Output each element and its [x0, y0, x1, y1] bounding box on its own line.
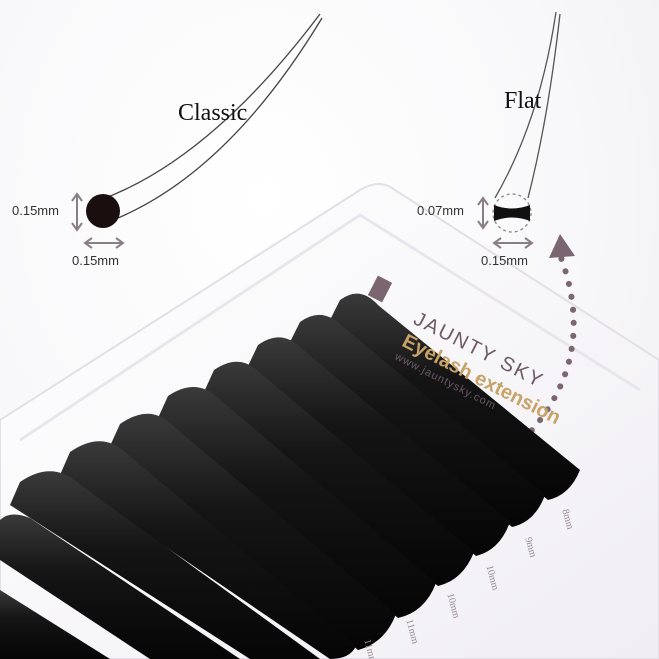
classic-cross-section	[86, 194, 120, 228]
lash-strip	[330, 293, 580, 500]
brand-tab	[367, 275, 393, 303]
classic-width-label: 0.15mm	[72, 253, 119, 268]
lash-strip	[158, 386, 436, 618]
lash-strip	[10, 471, 320, 659]
flat-cross-section	[494, 205, 530, 221]
lash-strip	[290, 314, 545, 527]
classic-height-label: 0.15mm	[12, 203, 59, 218]
lash-strip	[204, 361, 474, 586]
lash-strip	[0, 590, 110, 659]
flat-zoom-circle	[492, 193, 532, 233]
dotted-arrow	[520, 252, 577, 443]
arrow-head	[549, 234, 575, 258]
classic-lash-outline	[99, 13, 321, 201]
classic-title: Classic	[178, 100, 248, 126]
flat-title: Flat	[504, 88, 542, 114]
lash-strip	[248, 337, 510, 556]
flat-width-label: 0.15mm	[481, 253, 528, 268]
lash-strip	[0, 514, 240, 659]
flat-height-label: 0.07mm	[417, 203, 464, 218]
flat-lash-outline	[494, 11, 557, 199]
lash-strip	[60, 441, 356, 659]
lash-strip	[110, 413, 396, 650]
lash-strips	[0, 293, 580, 659]
